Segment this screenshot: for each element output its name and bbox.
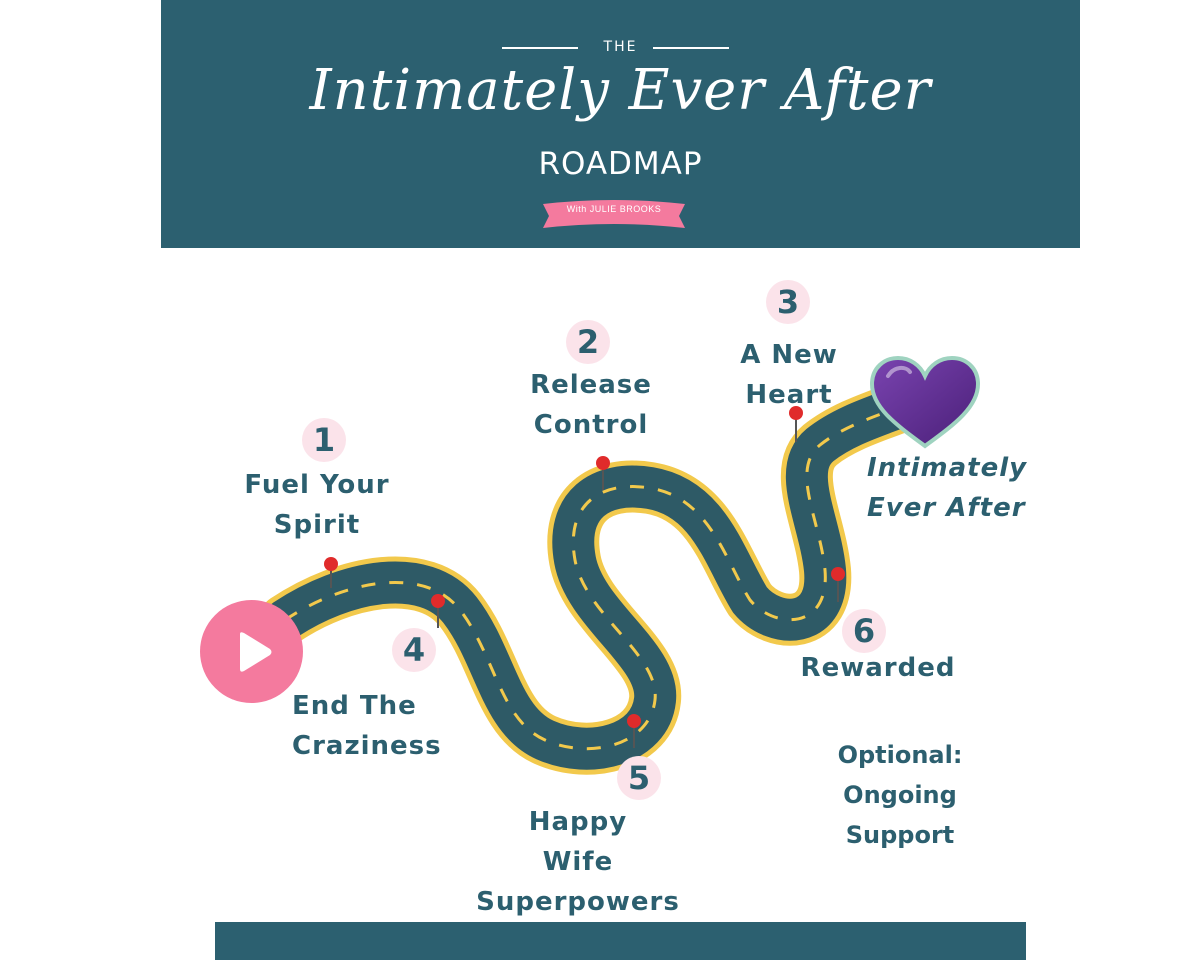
step-6-label: Rewarded (800, 653, 956, 683)
map-pin-icon (324, 557, 338, 588)
destination-label: Intimately Ever After (867, 453, 1028, 523)
play-icon (240, 632, 272, 672)
the-left-rule (502, 47, 578, 49)
map-pin-icon (596, 456, 610, 490)
step-5-label: Happy Wife Superpowers (476, 807, 680, 917)
step-3-label: A New Heart (740, 340, 838, 410)
page-title: Intimately Ever After (309, 58, 932, 123)
step-4-number: 4 (392, 628, 436, 672)
optional-support-label: Optional: Ongoing Support (837, 741, 963, 849)
header-banner: THE Intimately Ever After ROADMAP With J… (161, 0, 1080, 248)
step-6-number: 6 (842, 609, 886, 653)
author-ribbon: With JULIE BROOKS (543, 200, 685, 228)
step-2-number: 2 (566, 320, 610, 364)
step-5-number: 5 (617, 756, 661, 800)
step-4-label: End The Craziness (292, 691, 442, 761)
map-pin-icon (627, 714, 641, 748)
step-3-number: 3 (766, 280, 810, 324)
heart-icon (869, 355, 981, 449)
page-subtitle: ROADMAP (538, 146, 703, 182)
map-pin-icon (789, 406, 803, 442)
step-1-number: 1 (302, 418, 346, 462)
map-pin-icon (431, 594, 445, 628)
step-2-label: Release Control (530, 370, 652, 440)
author-ribbon-text: With JULIE BROOKS (566, 204, 662, 214)
the-right-rule (653, 47, 729, 49)
footer-bar (215, 922, 1026, 960)
header-the: THE (603, 39, 638, 55)
start-marker (200, 600, 303, 703)
step-1-label: Fuel Your Spirit (244, 470, 390, 540)
map-pin-icon (831, 567, 845, 602)
